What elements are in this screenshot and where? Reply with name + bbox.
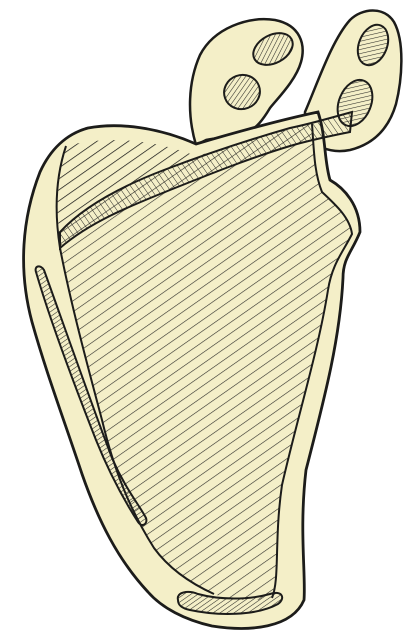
figure-canvas [0,0,410,640]
scapula-illustration [0,0,410,640]
